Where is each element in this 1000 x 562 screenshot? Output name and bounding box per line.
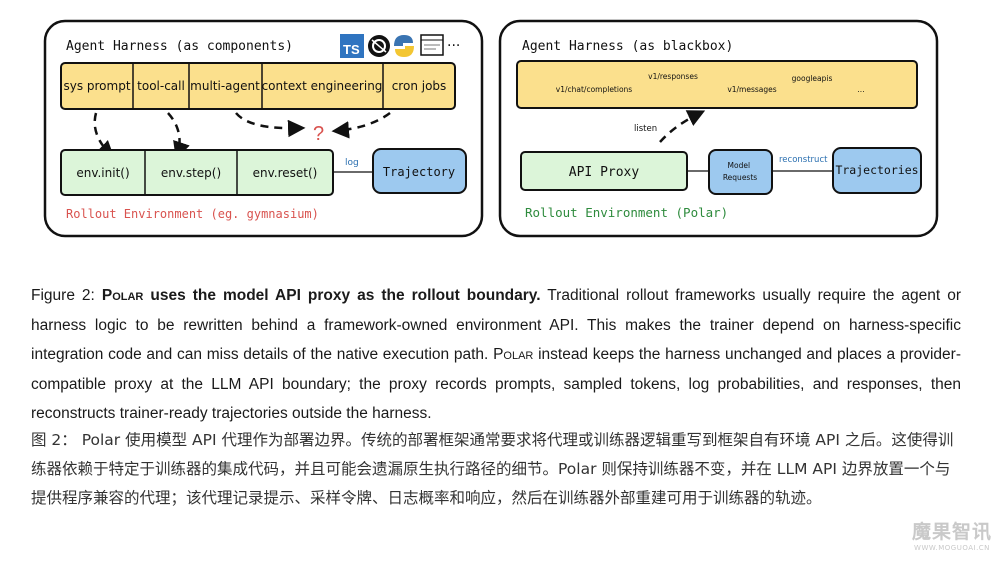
svg-text:TS: TS <box>343 42 360 57</box>
component-label: sys prompt <box>63 79 130 93</box>
right-env-label: Rollout Environment (Polar) <box>525 205 728 220</box>
dashed-arrow <box>235 112 306 138</box>
env-call-label: env.reset() <box>253 166 318 180</box>
watermark-main: 魔果智讯 <box>911 521 992 543</box>
trajectories-label: Trajectories <box>835 163 918 177</box>
figure-caption: Figure 2: Polar uses the model API proxy… <box>31 281 961 429</box>
trajectory-label: Trajectory <box>383 165 455 179</box>
env-call-label: env.step() <box>161 166 221 180</box>
dashed-arrow <box>331 111 391 139</box>
logo-icon <box>368 35 390 57</box>
left-env-label: Rollout Environment (eg. gymnasium) <box>66 207 319 221</box>
watermark-sub: WWW.MOGUOAI.CN <box>914 544 990 552</box>
trajectory-box <box>372 148 467 194</box>
caption-polar: Polar <box>101 287 144 304</box>
component-label: multi-agent <box>190 79 260 93</box>
component-label: context engineering <box>262 79 383 93</box>
caption-text: Traditional rollout frameworks usually r… <box>31 287 961 363</box>
api-proxy-label: API Proxy <box>569 165 640 180</box>
env-call-label: env.init() <box>76 166 129 180</box>
endpoint-label: googleapis <box>792 74 833 83</box>
log-label: log <box>345 158 359 168</box>
model-requests-box <box>708 149 773 195</box>
component-label: cron jobs <box>392 79 447 93</box>
component-label: tool-call <box>137 79 185 93</box>
endpoints-strip <box>516 60 918 109</box>
endpoint-label: ... <box>857 85 864 94</box>
reconstruct-label: reconstruct <box>779 155 828 165</box>
model-requests-label: Model Requests <box>723 161 757 182</box>
endpoint-label: v1/responses <box>648 72 698 81</box>
watermark: 魔果智讯 WWW.MOGUOAI.CN <box>912 517 992 552</box>
architecture-diagram: Agent Harness (as components) TS ··· sy <box>43 19 939 238</box>
more-icon: ··· <box>447 38 460 54</box>
left-panel-title: Agent Harness (as components) <box>66 39 293 54</box>
typescript-icon: TS <box>340 34 364 58</box>
right-panel-title: Agent Harness (as blackbox) <box>522 39 733 54</box>
left-panel: Agent Harness (as components) TS ··· sy <box>43 19 484 238</box>
caption-bold: Polar uses the model API proxy as the ro… <box>101 287 541 304</box>
dashed-arrow <box>659 110 706 143</box>
caption-polar: Polar <box>493 346 534 363</box>
trajectories-box <box>832 147 922 194</box>
python-icon <box>394 35 414 57</box>
caption-prefix: Figure 2: <box>31 287 102 304</box>
listen-label: listen <box>634 124 657 134</box>
window-icon <box>420 34 444 56</box>
endpoint-label: v1/messages <box>727 85 776 94</box>
endpoint-label: v1/chat/completions <box>556 85 633 94</box>
figure-caption-chinese: 图 2： Polar 使用模型 API 代理作为部署边界。传统的部署框架通常要求… <box>31 431 954 507</box>
caption-text: instead keeps the harness unchanged and … <box>31 346 961 422</box>
components-strip <box>60 62 456 110</box>
question-mark: ? <box>313 123 324 145</box>
right-panel: Agent Harness (as blackbox) v1/chat/comp… <box>498 19 939 238</box>
